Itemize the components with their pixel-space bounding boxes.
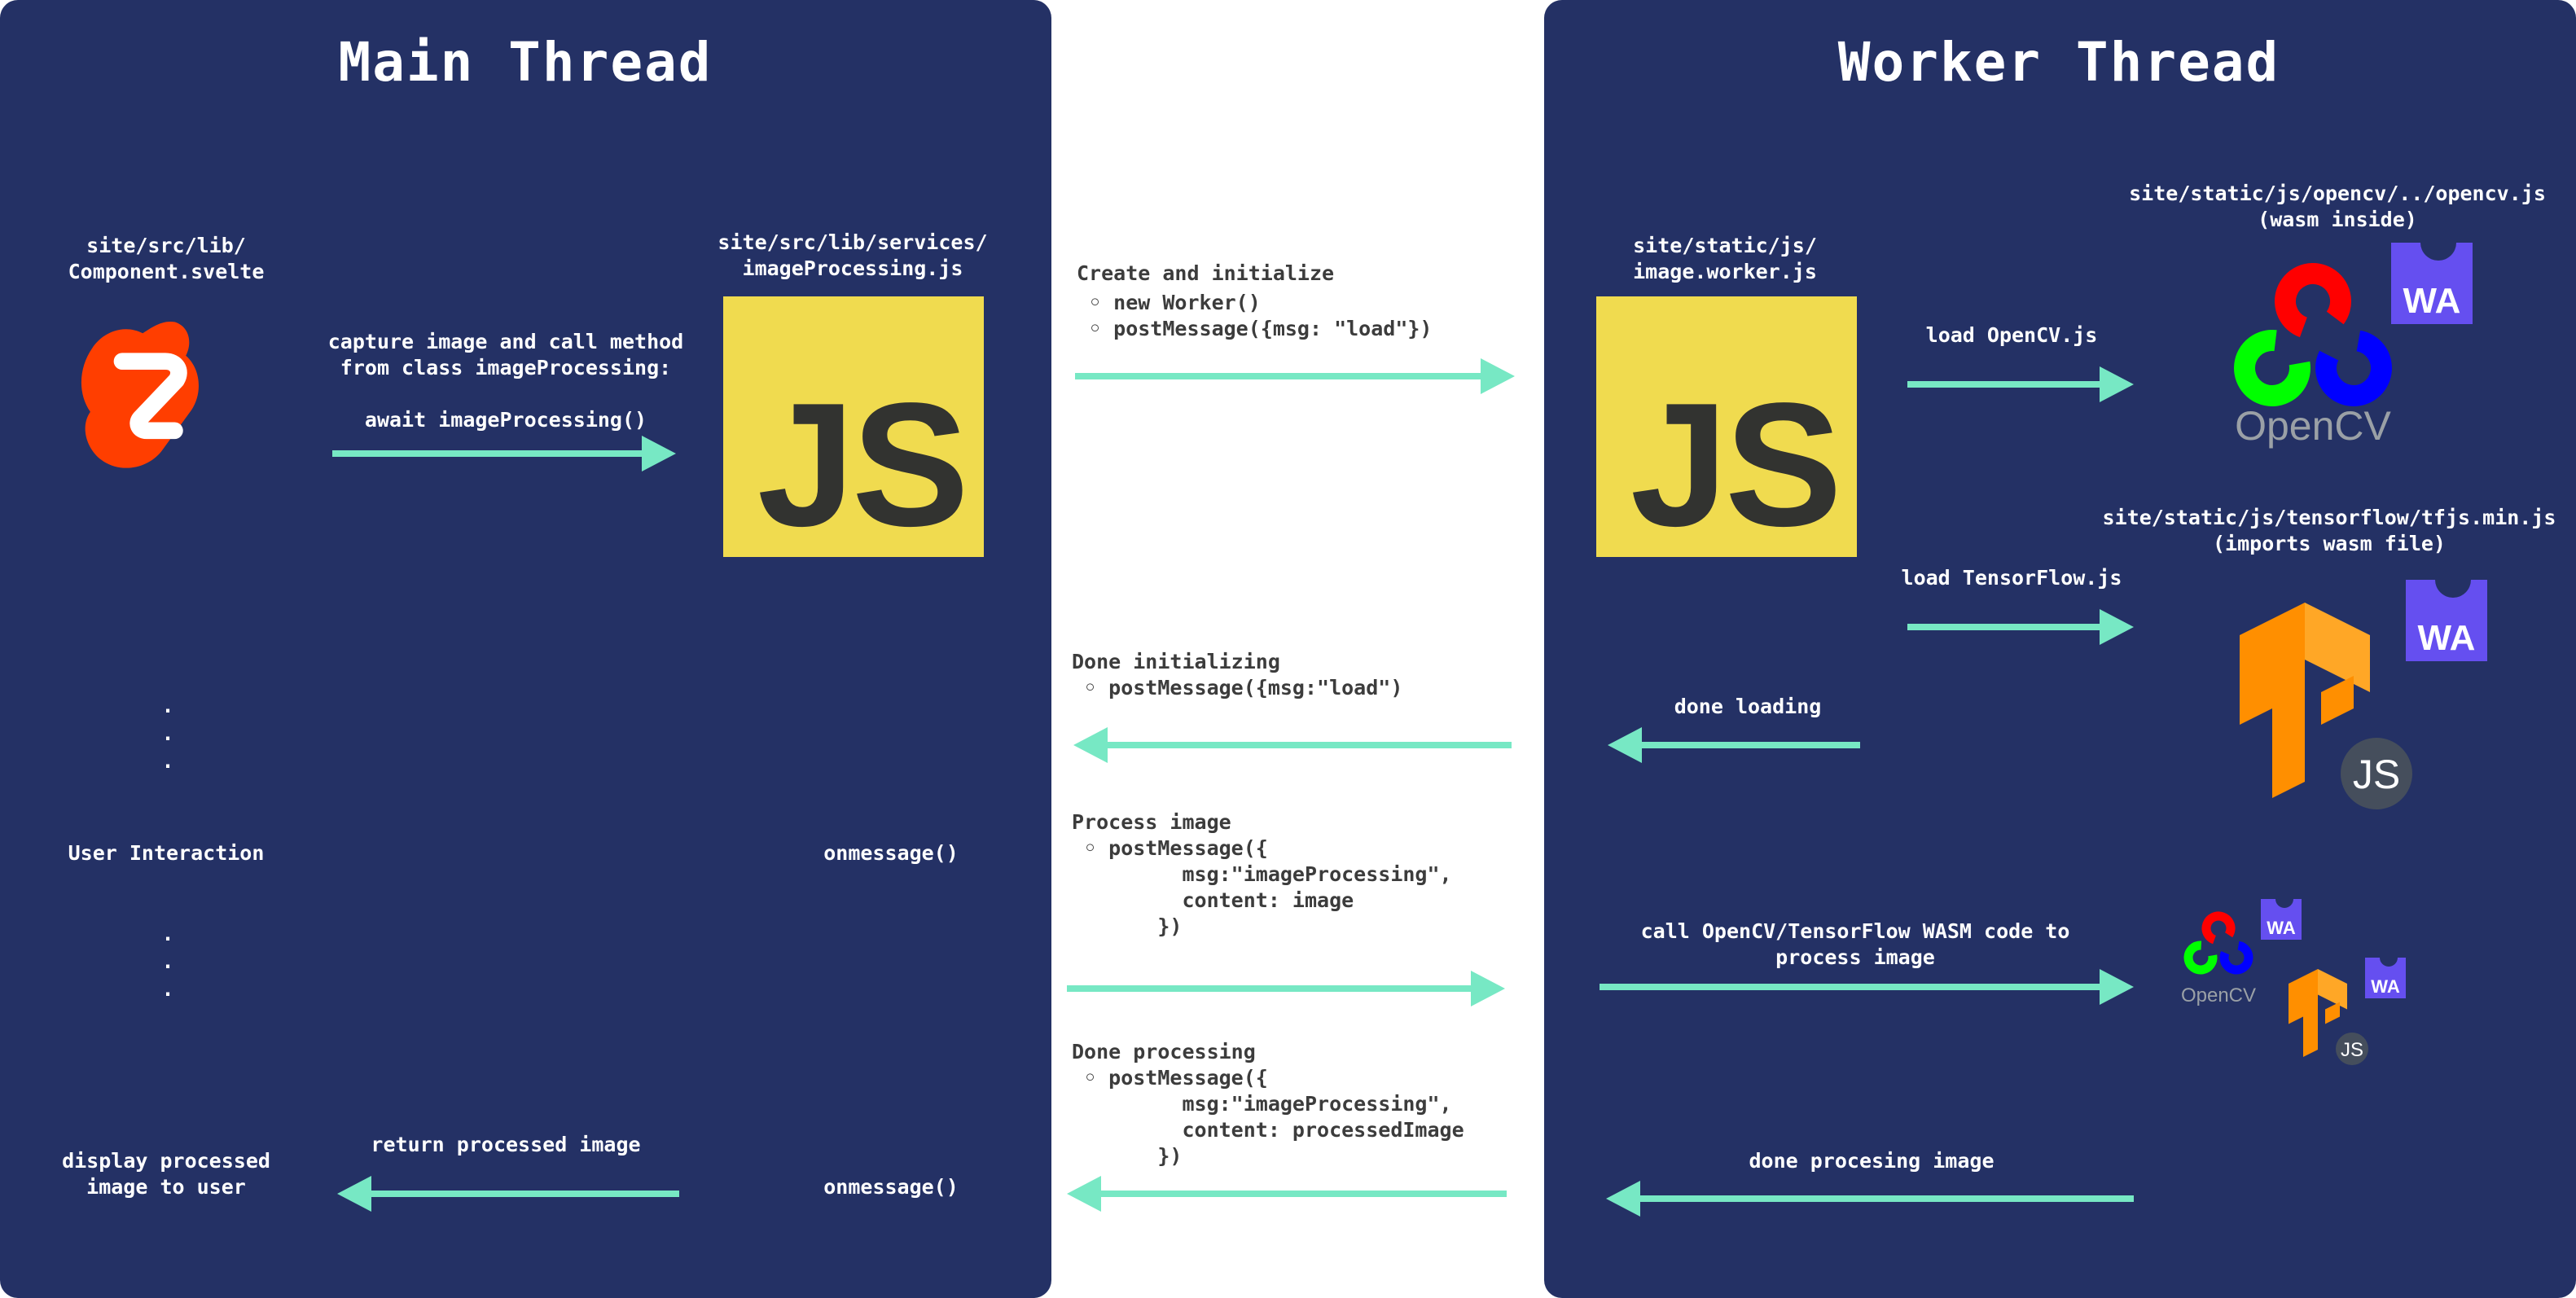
arrow-load-tensorflow [1907, 609, 2134, 645]
js-logo-main-text: JS [757, 366, 969, 563]
wasm-badge-tensorflow: WA [2406, 580, 2487, 661]
display-processed-label: display processed image to user [62, 1149, 270, 1199]
tensorflow-js-badge-small-text: JS [2341, 1039, 2363, 1061]
done-init-title: Done initializing [1072, 650, 1280, 673]
arrow-done-loading [1608, 727, 1860, 763]
process-image-title: Process image [1072, 810, 1231, 834]
tensorflow-js-badge: JS [2341, 738, 2412, 809]
opencv-logo [2234, 263, 2392, 406]
component-path-label: site/src/lib/ Component.svelte [68, 234, 265, 283]
js-logo-worker-text: JS [1630, 366, 1842, 563]
service-path-label: site/src/lib/services/ imageProcessing.j… [718, 230, 988, 280]
main-thread-title: Main Thread [338, 31, 713, 94]
create-init-items: ◦ new Worker() ◦ postMessage({msg: "load… [1089, 291, 1433, 340]
arrow-call-wasm [1600, 969, 2134, 1005]
main-thread-panel [0, 0, 1051, 1298]
wasm-badge-opencv: WA [2391, 243, 2473, 324]
ellipsis-top: . . . [161, 694, 174, 773]
worker-thread-title: Worker Thread [1837, 31, 2280, 94]
tensorflow-js-badge-small: JS [2336, 1033, 2368, 1065]
capture-label: capture image and call method from class… [327, 330, 684, 379]
opencv-logo-text: OpenCV [2235, 403, 2391, 449]
arrow-done-processing [1067, 1176, 1507, 1212]
worker-thread-panel [1544, 0, 2576, 1298]
wasm-badge-opencv-text: WA [2403, 281, 2461, 321]
tensorflow-js-badge-text: JS [2353, 752, 2400, 797]
tensorflow-logo [2240, 603, 2370, 798]
js-logo-worker: JS [1596, 296, 1857, 557]
wasm-badge-tensorflow-small-text: WA [2371, 976, 2400, 997]
done-processing-image-label: done procesing image [1749, 1149, 1995, 1173]
opencv-path-label: site/static/js/opencv/../opencv.js (wasm… [2129, 182, 2546, 231]
arrow-done-processing-image [1606, 1181, 2134, 1217]
load-opencv-label: load OpenCV.js [1925, 323, 2098, 347]
done-init-items: ◦ postMessage({msg:"load") [1072, 676, 1403, 699]
return-processed-label: return processed image [371, 1133, 641, 1156]
opencv-logo-small [2183, 911, 2253, 975]
user-interaction-label: User Interaction [68, 841, 265, 865]
done-processing-title: Done processing [1072, 1040, 1256, 1063]
wasm-badge-opencv-small-text: WA [2267, 918, 2296, 938]
js-logo-main: JS [723, 296, 984, 557]
onmessage-label-2: onmessage() [823, 1175, 959, 1199]
arrow-create-initialize [1075, 358, 1515, 394]
call-wasm-label: call OpenCV/TensorFlow WASM code to proc… [1640, 919, 2070, 969]
onmessage-label-1: onmessage() [823, 841, 959, 865]
tensorflow-path-label: site/static/js/tensorflow/tfjs.min.js (i… [2102, 506, 2556, 555]
wasm-badge-tensorflow-text: WA [2418, 618, 2476, 658]
tensorflow-logo-small [2289, 969, 2347, 1057]
arrow-done-initializing [1073, 727, 1512, 763]
arrow-return-processed [337, 1176, 679, 1212]
wasm-badge-tensorflow-small: WA [2365, 958, 2406, 998]
done-processing-items: ◦ postMessage({ msg:"imageProcessing", c… [1084, 1066, 1464, 1168]
create-init-title: Create and initialize [1077, 261, 1335, 285]
arrow-capture [332, 436, 676, 471]
svelte-logo [81, 321, 199, 468]
process-image-items: ◦ postMessage({ msg:"imageProcessing", c… [1084, 836, 1452, 938]
arrow-load-opencv [1907, 366, 2134, 402]
opencv-logo-small-text: OpenCV [2181, 984, 2256, 1006]
wasm-badge-opencv-small: WA [2261, 899, 2302, 940]
await-label: await imageProcessing() [364, 408, 647, 432]
load-tensorflow-label: load TensorFlow.js [1901, 566, 2122, 590]
ellipsis-bottom: . . . [161, 922, 174, 1001]
arrow-process-image [1067, 971, 1505, 1006]
done-loading-label: done loading [1674, 695, 1822, 718]
worker-path-label: site/static/js/ image.worker.js [1633, 234, 1817, 283]
